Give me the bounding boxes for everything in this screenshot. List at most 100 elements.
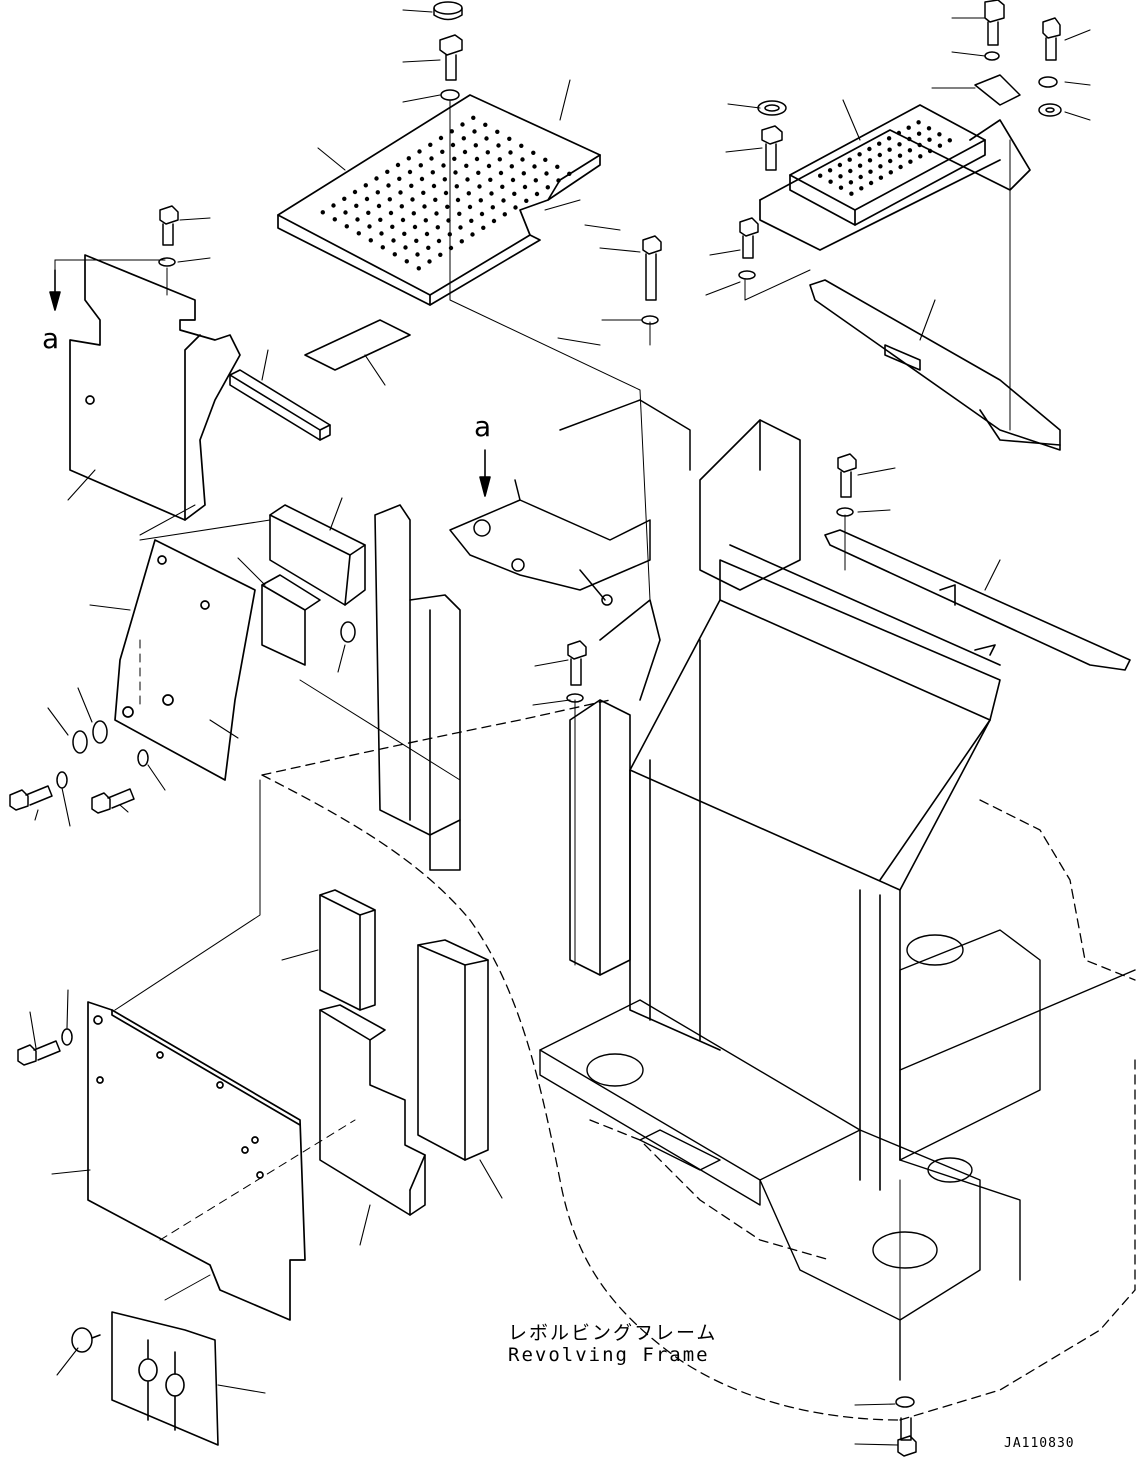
perforation-hole [418,163,423,168]
floor-mat [304,319,411,371]
perforation-hole [926,126,932,131]
bolts-and-washers [9,0,1062,1457]
perforation-hole [918,154,923,159]
perforation-hole [567,171,572,176]
perforation-hole [386,183,391,188]
perforation-hole [859,186,864,191]
perforation-hole [419,176,425,182]
perforation-hole [531,150,536,155]
perforation-hole [543,157,548,162]
perforation-hole [521,171,526,176]
left-frame-post [374,504,461,871]
perforation-hole [407,169,413,175]
perforation-hole [343,210,348,215]
perforation-hole [544,171,549,176]
perforation-hole [867,146,872,152]
perforation-hole [379,231,384,236]
perforation-hole [848,180,854,185]
perforation-hole [423,218,428,223]
perforation-hole [886,136,892,141]
perforation-hole [534,191,540,197]
perforation-hole [374,176,379,181]
perforation-hole [489,191,494,196]
perforation-hole [470,232,475,237]
perforation-hole [449,129,454,134]
perforation-hole [947,138,952,143]
perforation-hole [440,149,445,154]
perforation-hole [513,205,518,210]
perforation-hole [395,162,401,168]
perforation-hole [364,196,370,202]
perforation-hole [465,177,470,182]
perforation-hole [498,170,504,176]
perforation-hole [878,175,884,180]
center-frame-column [629,544,1001,1191]
perforation-hole [442,177,447,182]
perforation-hole [838,185,844,190]
perforation-hole [877,152,882,158]
drawing-code: JA110830 [1004,1436,1075,1451]
perforation-hole [496,143,501,148]
perforation-hole [927,148,933,154]
perforation-hole [522,184,528,190]
perforation-hole [344,224,349,229]
perforation-hole [916,131,922,136]
perforation-hole [458,225,463,230]
frame-name-japanese: レボルビングフレーム [508,1322,718,1344]
perforation-hole [937,143,943,148]
perforation-hole [478,198,483,203]
perforation-hole [818,173,823,178]
perforation-hole [545,185,550,190]
perforation-hole [927,137,932,142]
perforation-hole [867,158,873,163]
perforation-hole [509,164,514,169]
perforation-hole [455,197,461,203]
perforation-hole [848,168,853,174]
perforation-hole [471,115,476,121]
perforation-hole [477,184,482,189]
perforation-hole [887,147,892,152]
perforation-hole [532,164,537,169]
perforation-hole [868,169,873,174]
perforation-hole [431,183,437,189]
floor-plate-left-perforation [320,115,572,271]
perforation-hole [387,197,392,202]
perforation-hole [403,245,408,250]
perforation-hole [390,224,395,229]
leader-lines [29,9,1091,1446]
perforation-hole [438,252,443,257]
right-frame-members [569,419,801,976]
assembly-lines [54,99,1011,1381]
perforation-hole [500,184,505,189]
perforation-hole [512,191,517,196]
perforation-hole [460,122,465,127]
left-spacer-bar [229,369,331,441]
perforation-hole [391,238,396,243]
perforation-hole [410,197,415,202]
floor-plate-right-perforation [818,120,952,196]
perforation-hole [507,136,512,141]
sponge-blocks-lower [319,889,489,1216]
perforation-hole [556,178,561,183]
view-marker-left: a [42,322,60,355]
perforation-hole [838,174,843,179]
sponge-blocks-upper [261,504,366,666]
perforation-hole [827,168,833,173]
perforation-hole [409,183,414,188]
perforation-hole [404,259,409,264]
perforation-hole [436,238,442,244]
perforation-hole [461,136,466,141]
perforation-hole [469,218,474,223]
bracket-a [449,399,691,606]
perforation-hole [485,150,490,155]
perforation-hole [438,135,444,141]
perforation-hole [490,205,495,210]
perforation-hole [388,210,394,216]
perforation-hole [501,198,506,203]
perforation-hole [398,190,403,195]
perforation-hole [332,217,337,222]
perforation-hole [937,132,942,137]
perforation-hole [497,157,502,162]
perforation-hole [486,163,492,169]
perforation-hole [368,238,373,243]
